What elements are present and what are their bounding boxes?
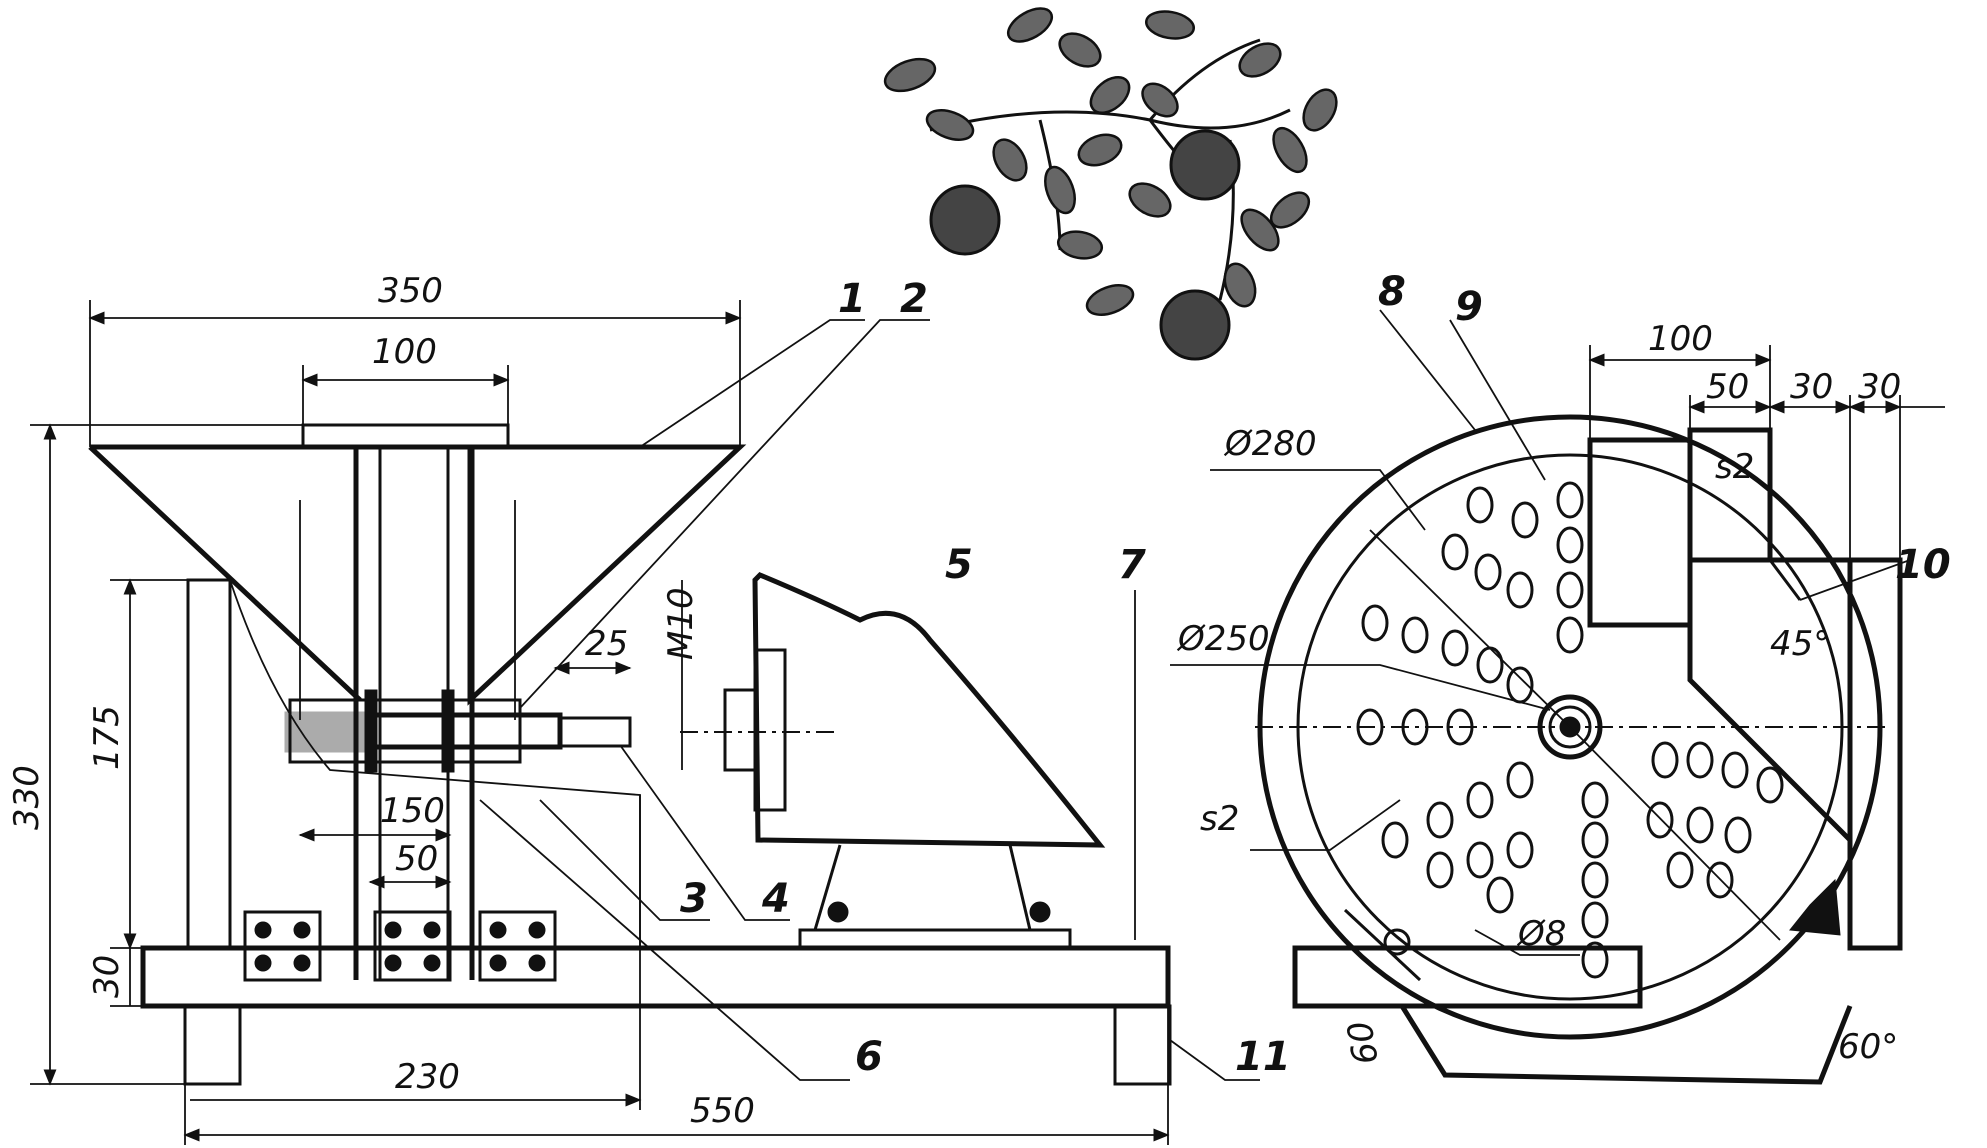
dim-25: 25: [585, 624, 628, 664]
callout-9: 9: [1455, 284, 1483, 330]
grater-holes: [1356, 481, 1784, 979]
dim-30-board: 30: [87, 955, 127, 998]
callout-8: 8: [1378, 269, 1406, 315]
feed-chute: [1587, 437, 1693, 628]
direction-arrow: [1789, 878, 1841, 936]
callout-2: 2: [900, 276, 928, 322]
side-view: 350 100 330 175 30 25 M10 150 50 230 550…: [7, 271, 1291, 1145]
right-foot: [1113, 1004, 1172, 1086]
hopper-cap: [301, 423, 510, 449]
callout-11: 11: [1235, 1034, 1291, 1080]
dim-550: 550: [690, 1091, 755, 1131]
wood-side: [1848, 558, 1902, 950]
dim-phi250: Ø250: [1176, 619, 1270, 659]
dim-60-deg: 60°: [1838, 1027, 1898, 1067]
callout-5: 5: [945, 542, 973, 588]
dim-350: 350: [378, 271, 443, 311]
dim-phi280: Ø280: [1223, 424, 1317, 464]
dim-150: 150: [380, 791, 445, 831]
motor: [680, 572, 1106, 950]
dim-60-outlet: 60: [1340, 1018, 1387, 1068]
bolt-plates: [243, 910, 557, 982]
dim-50-plate: 50: [395, 839, 438, 879]
callout-4: 4: [761, 876, 790, 922]
dim-phi8: Ø8: [1516, 914, 1566, 954]
base-board: [140, 945, 1171, 1009]
front-view: 100 50 30 30 Ø280 Ø250 s2 s2 Ø8 45° 60° …: [1170, 269, 1951, 1085]
dim-45-deg: 45°: [1770, 624, 1830, 664]
callout-6: 6: [855, 1034, 883, 1080]
dim-330: 330: [7, 765, 47, 830]
wood-post: [186, 578, 232, 950]
dim-30-b: 30: [1858, 367, 1901, 407]
dim-m10: M10: [661, 587, 701, 660]
callout-3: 3: [680, 876, 708, 922]
callout-10: 10: [1895, 542, 1951, 588]
left-foot: [183, 1004, 242, 1086]
dim-100-chute: 100: [1648, 319, 1713, 359]
dim-175: 175: [87, 705, 127, 770]
dim-s2-disc: s2: [1200, 799, 1239, 839]
apple-branch-illustration: [883, 7, 1338, 361]
dim-s2-top: s2: [1715, 447, 1754, 487]
callout-1: 1: [838, 276, 866, 322]
dim-30-a: 30: [1790, 367, 1833, 407]
callout-7: 7: [1118, 542, 1146, 588]
shaft-housing: [288, 698, 522, 764]
dim-230: 230: [395, 1057, 460, 1097]
dim-50-chute: 50: [1706, 367, 1749, 407]
dim-100-hopper: 100: [372, 332, 437, 372]
coupling: [558, 716, 632, 748]
shaft: [367, 712, 563, 750]
